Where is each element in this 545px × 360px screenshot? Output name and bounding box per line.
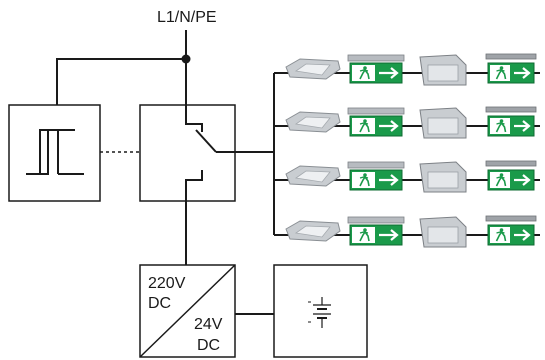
wall-luminaire [419, 54, 467, 86]
running-man-icon [495, 228, 507, 242]
battery-box [273, 264, 368, 358]
supply-label: L1/N/PE [157, 9, 217, 26]
ceiling-luminaire [285, 111, 341, 133]
running-man-icon [359, 119, 370, 133]
arrow-right-icon [379, 67, 399, 79]
arrow-right-icon [514, 67, 531, 79]
wall-luminaire [419, 107, 467, 139]
arrow-right-icon [379, 174, 399, 186]
fixture-row [274, 215, 540, 248]
relay-box [8, 104, 101, 202]
relay-feed-line [56, 58, 186, 105]
running-man-icon [495, 173, 507, 187]
arrow-right-icon [379, 120, 399, 132]
exit-sign-slim [485, 160, 537, 191]
wall-luminaire [419, 216, 467, 248]
dc-converter-box: 220V DC 24V DC [139, 264, 236, 358]
exit-sign-hanging [347, 107, 405, 137]
converter-input-voltage: 220V [148, 275, 186, 292]
exit-sign-hanging [347, 54, 405, 84]
converter-diagonal [139, 264, 236, 358]
exit-sign-slim [485, 106, 537, 137]
running-man-icon [359, 228, 370, 242]
ceiling-luminaire [285, 165, 341, 187]
converter-input-type: DC [148, 295, 171, 312]
exit-sign-hanging [347, 216, 405, 246]
fixture-row [274, 106, 540, 139]
arrow-right-icon [379, 229, 399, 241]
arrow-right-icon [514, 229, 531, 241]
exit-sign-slim [485, 53, 537, 84]
ceiling-luminaire [285, 58, 341, 80]
running-man-icon [359, 173, 370, 187]
converter-output-voltage: 24V [194, 316, 223, 333]
fixture-row [274, 160, 540, 193]
fixture-rows [274, 53, 540, 248]
arrow-right-icon [514, 174, 531, 186]
relay-hysteresis-icon [26, 129, 84, 175]
exit-sign-hanging [347, 161, 405, 191]
transfer-switch-icon [185, 105, 235, 201]
fixture-row [274, 53, 540, 86]
running-man-icon [495, 66, 507, 80]
converter-output-type: DC [197, 337, 220, 354]
arrow-right-icon [514, 120, 531, 132]
running-man-icon [359, 66, 370, 80]
battery-icon [308, 297, 331, 328]
ceiling-luminaire [285, 220, 341, 242]
wall-luminaire [419, 161, 467, 193]
exit-sign-slim [485, 215, 537, 246]
transfer-switch-box [139, 104, 236, 202]
running-man-icon [495, 119, 507, 133]
